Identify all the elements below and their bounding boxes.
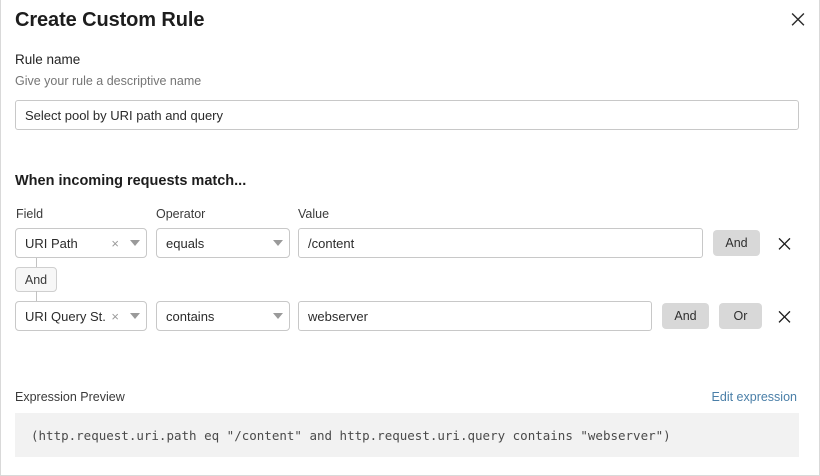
field-select-value-row-2: URI Query St... <box>25 308 107 324</box>
and-button-row-2[interactable]: And <box>662 303 709 329</box>
conditions-heading: When incoming requests match... <box>15 173 247 189</box>
close-dialog-button[interactable] <box>785 6 811 32</box>
close-icon <box>778 310 790 323</box>
rule-name-input[interactable] <box>15 100 799 130</box>
column-header-operator: Operator <box>156 207 206 221</box>
chevron-down-icon[interactable] <box>267 313 289 319</box>
value-input-row-2[interactable] <box>298 301 652 331</box>
edit-expression-link[interactable]: Edit expression <box>711 390 797 404</box>
rule-name-label: Rule name <box>15 52 81 67</box>
operator-select-value-row-1: equals <box>166 235 205 251</box>
field-select-value-row-1: URI Path <box>25 235 78 251</box>
operator-select-value-row-2: contains <box>166 308 215 324</box>
field-select-row-1[interactable]: URI Path × <box>15 228 147 258</box>
clear-icon[interactable]: × <box>111 235 119 251</box>
chevron-down-icon[interactable] <box>124 240 146 246</box>
expression-code-block: (http.request.uri.path eq "/content" and… <box>15 413 799 457</box>
page-title: Create Custom Rule <box>15 9 205 31</box>
value-input-row-1[interactable] <box>298 228 703 258</box>
expression-code-text: (http.request.uri.path eq "/content" and… <box>31 427 671 443</box>
expression-preview-label: Expression Preview <box>15 390 125 404</box>
chevron-down-icon[interactable] <box>124 313 146 319</box>
operator-select-row-1[interactable]: equals <box>156 228 290 258</box>
delete-condition-button-row-1[interactable] <box>773 232 795 254</box>
close-icon <box>778 237 790 250</box>
clear-icon[interactable]: × <box>111 308 119 324</box>
chevron-down-icon[interactable] <box>267 240 289 246</box>
operator-select-row-2[interactable]: contains <box>156 301 290 331</box>
connector-and-button[interactable]: And <box>15 267 57 292</box>
connector-line-top <box>36 258 37 268</box>
field-select-row-2[interactable]: URI Query St... × <box>15 301 147 331</box>
column-header-field: Field <box>16 207 44 221</box>
or-button-row-2[interactable]: Or <box>719 303 762 329</box>
delete-condition-button-row-2[interactable] <box>773 305 795 327</box>
connector-line-bottom <box>36 291 37 301</box>
and-button-row-1[interactable]: And <box>713 230 760 256</box>
close-icon <box>791 13 805 26</box>
column-header-value: Value <box>298 207 330 221</box>
rule-name-help-text: Give your rule a descriptive name <box>15 74 202 88</box>
